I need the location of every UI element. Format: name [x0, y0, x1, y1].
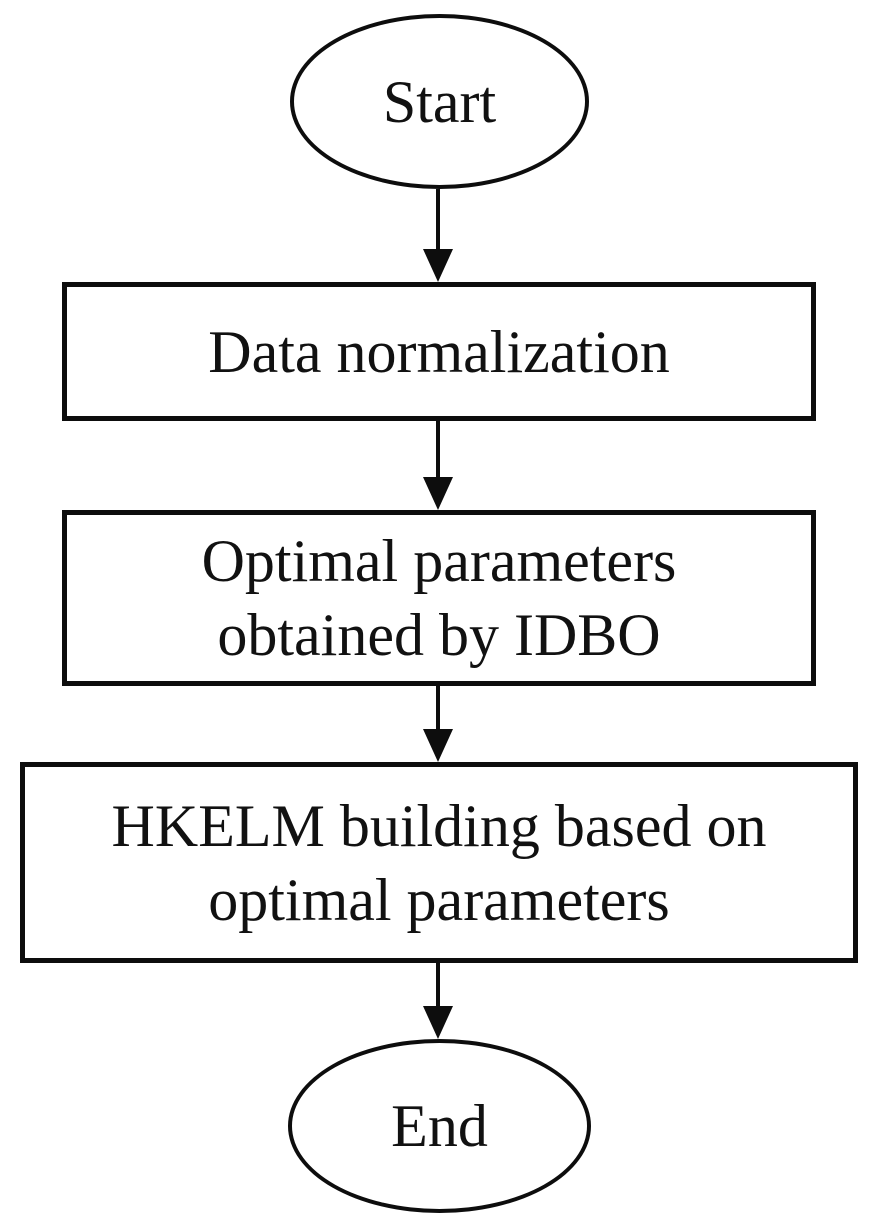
edge-hkelm-to-end-line: [436, 963, 440, 1008]
node-hkelm-building-process: HKELM building based on optimal paramete…: [20, 762, 858, 963]
node-idbo-parameters-label-line1: Optimal parameters: [201, 528, 677, 594]
node-end-label: End: [391, 1093, 488, 1159]
edge-start-to-normalize-line: [436, 189, 440, 251]
node-data-normalization-process: Data normalization: [62, 282, 816, 421]
node-idbo-parameters-process: Optimal parameters obtained by IDBO: [62, 510, 816, 686]
node-data-normalization-label: Data normalization: [208, 318, 670, 385]
edge-normalize-to-idbo-line: [436, 421, 440, 479]
edge-start-to-normalize-arrowhead-icon: [423, 249, 453, 282]
node-start-terminator: Start: [290, 14, 589, 189]
node-end-terminator: End: [288, 1039, 591, 1213]
node-hkelm-building-label-line1: HKELM building based on: [111, 792, 767, 859]
node-idbo-parameters-label-line2: obtained by IDBO: [217, 602, 661, 668]
node-start-label: Start: [382, 68, 497, 135]
node-hkelm-building-label: HKELM building based on optimal paramete…: [112, 789, 767, 937]
node-idbo-parameters-label: Optimal parameters obtained by IDBO: [202, 524, 677, 672]
edge-normalize-to-idbo-arrowhead-icon: [423, 477, 453, 510]
node-hkelm-building-label-line2: optimal parameters: [208, 866, 670, 933]
edge-hkelm-to-end-arrowhead-icon: [423, 1006, 453, 1039]
edge-idbo-to-hkelm-line: [436, 686, 440, 731]
edge-idbo-to-hkelm-arrowhead-icon: [423, 729, 453, 762]
